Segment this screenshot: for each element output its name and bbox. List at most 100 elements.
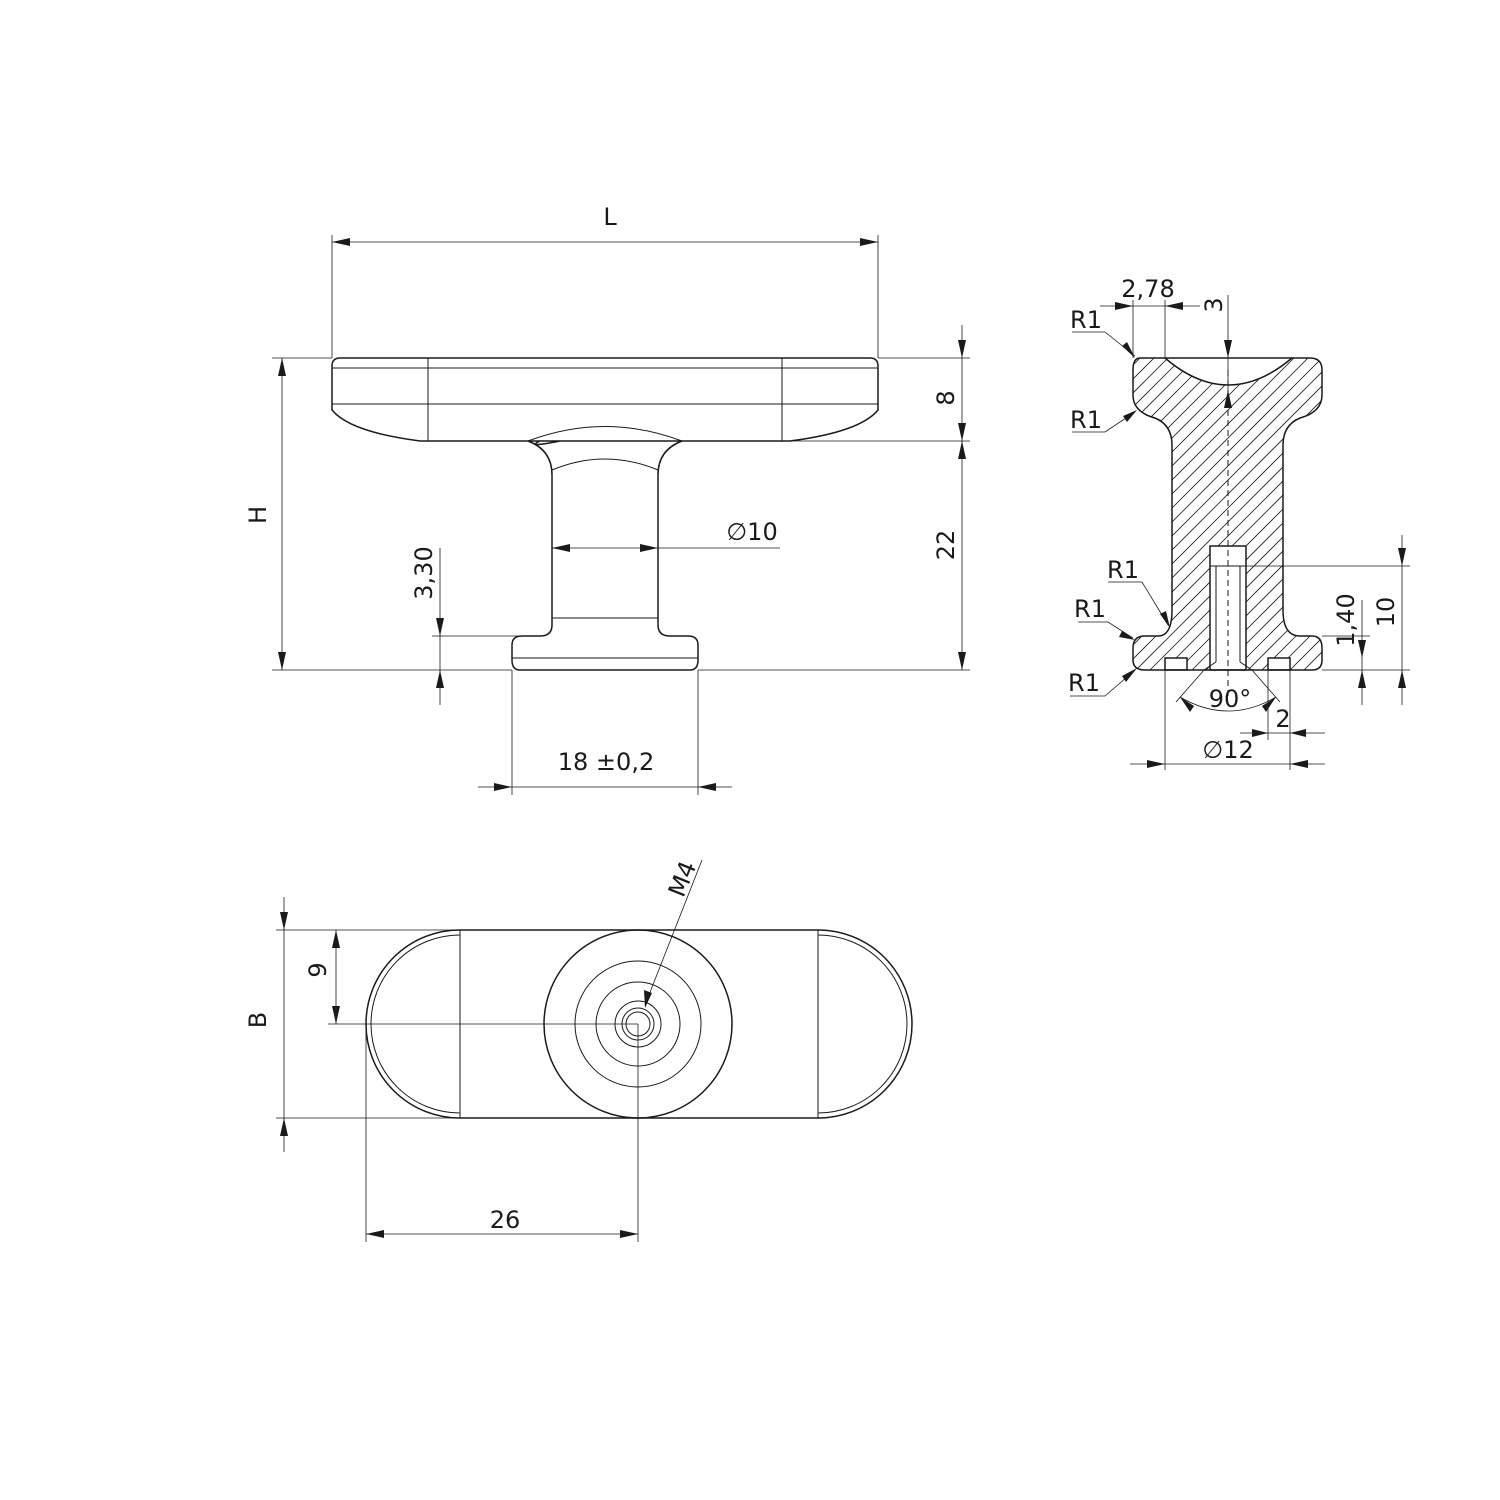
hatch-line	[1245, 358, 1322, 670]
dimension-arrow	[436, 670, 444, 688]
dimension-arrow	[860, 238, 878, 246]
dim-label-thread-depth: 10	[1372, 597, 1400, 628]
dim-label-width: B	[244, 1012, 272, 1028]
leader-arrow	[1119, 631, 1135, 640]
hatch-line	[1344, 320, 1500, 700]
head-outline	[331, 357, 879, 446]
hatch-line	[1133, 358, 1151, 670]
section-hatching	[700, 320, 1500, 700]
hatch-line	[1133, 358, 1322, 670]
hatch-line	[1133, 358, 1235, 670]
hatch-line	[1428, 320, 1500, 700]
hatch-line	[1133, 358, 1319, 670]
hatch-line	[1133, 358, 1322, 670]
dimension-arrow	[332, 1006, 340, 1024]
dimension-arrow	[552, 544, 570, 552]
leader-line	[644, 859, 703, 1006]
hatch-line	[1133, 358, 1179, 670]
dim-label-length: L	[603, 203, 617, 231]
hatch-line	[1442, 320, 1500, 700]
radius-label: R1	[1074, 595, 1106, 623]
dim-label-flange-height: 1,40	[1332, 593, 1360, 646]
neck-inner-curve	[551, 458, 659, 471]
dimension-arrow	[1180, 697, 1194, 712]
section-outline	[1132, 357, 1323, 671]
hatch-line	[1231, 358, 1322, 670]
dimension-arrow	[280, 1118, 288, 1136]
dim-label-stem-height: 22	[932, 530, 960, 561]
hatch-line	[1386, 320, 1500, 700]
extension-line	[1251, 669, 1281, 703]
hatch-line	[1133, 358, 1221, 670]
dimension-arrow	[958, 441, 966, 459]
countersink-line	[1203, 661, 1253, 671]
radius-label: R1	[1107, 556, 1139, 584]
dim-label-stem-diameter: ∅10	[726, 518, 777, 546]
extension-line	[1175, 669, 1205, 703]
front-view: L H 8 22 ∅10 3,30 18	[244, 203, 970, 795]
hatch-line	[1133, 358, 1322, 670]
hatch-line	[1133, 358, 1137, 670]
dim-label-base-diameter: ∅12	[1202, 736, 1253, 764]
dimension-arrow	[1262, 697, 1276, 712]
dimension-arrow	[958, 652, 966, 670]
hatch-line	[1133, 358, 1263, 670]
leader-arrow	[1160, 611, 1170, 628]
groove	[1164, 657, 1188, 671]
dim-label-base-width: 18 ±0,2	[558, 748, 654, 776]
hatch-line	[1133, 358, 1207, 670]
hatch-line	[1372, 320, 1500, 700]
section-view: 2,78 3 R1 R1 R1 R1 R1 1,40 10	[700, 275, 1500, 770]
dimension-arrow	[620, 1230, 638, 1238]
dimension-arrow	[1165, 302, 1183, 310]
neck-top-curve	[527, 426, 683, 442]
radius-label: R1	[1068, 669, 1100, 697]
hatch-line	[1259, 358, 1322, 670]
angle-arc	[1179, 696, 1277, 712]
leader-line	[1078, 621, 1134, 639]
hatch-line	[1400, 320, 1500, 700]
leader-arrow	[644, 990, 652, 1008]
radius-label: R1	[1070, 306, 1102, 334]
dimension-arrow	[1358, 640, 1366, 658]
dim-label-base-height: 3,30	[410, 546, 438, 599]
neck-outline	[511, 440, 699, 671]
leader-arrow	[1123, 410, 1137, 422]
hatch-line	[714, 320, 1094, 700]
dimension-arrow	[1290, 760, 1308, 768]
dim-label-height: H	[244, 506, 272, 524]
hatch-line	[1358, 320, 1500, 700]
dimension-arrow	[1358, 670, 1366, 688]
dimension-arrow	[1147, 760, 1165, 768]
dimension-arrow	[332, 238, 350, 246]
dimension-arrow	[1398, 670, 1406, 688]
dimension-arrow	[958, 423, 966, 441]
dim-label-groove-width: 2	[1275, 705, 1290, 733]
dimension-arrow	[278, 358, 286, 376]
hatch-line	[728, 320, 1108, 700]
dimension-arrow	[280, 912, 288, 930]
groove	[1267, 657, 1291, 671]
hatch-line	[1273, 358, 1322, 670]
dimension-arrow	[332, 930, 340, 948]
leader-arrow	[1122, 342, 1135, 358]
leader-line	[1108, 581, 1169, 626]
hatch-line	[1287, 358, 1322, 670]
dimension-arrow	[436, 618, 444, 636]
dim-label-recess-depth: 3	[1200, 297, 1228, 312]
hatch-line	[1456, 320, 1500, 700]
groove-cutout	[1165, 658, 1187, 670]
dimension-arrow	[698, 783, 716, 791]
hatch-line	[700, 320, 1080, 700]
dimension-arrow	[1224, 390, 1232, 408]
hatch-line	[1217, 358, 1322, 670]
hatch-line	[1189, 358, 1322, 670]
leader-arrow	[1122, 668, 1137, 682]
hatch-line	[1133, 358, 1322, 670]
dimension-arrow	[1398, 548, 1406, 566]
dim-label-top-offset: 2,78	[1121, 275, 1174, 303]
radius-label: R1	[1070, 406, 1102, 434]
hatch-line	[1133, 358, 1165, 670]
hatch-line	[1133, 358, 1249, 670]
